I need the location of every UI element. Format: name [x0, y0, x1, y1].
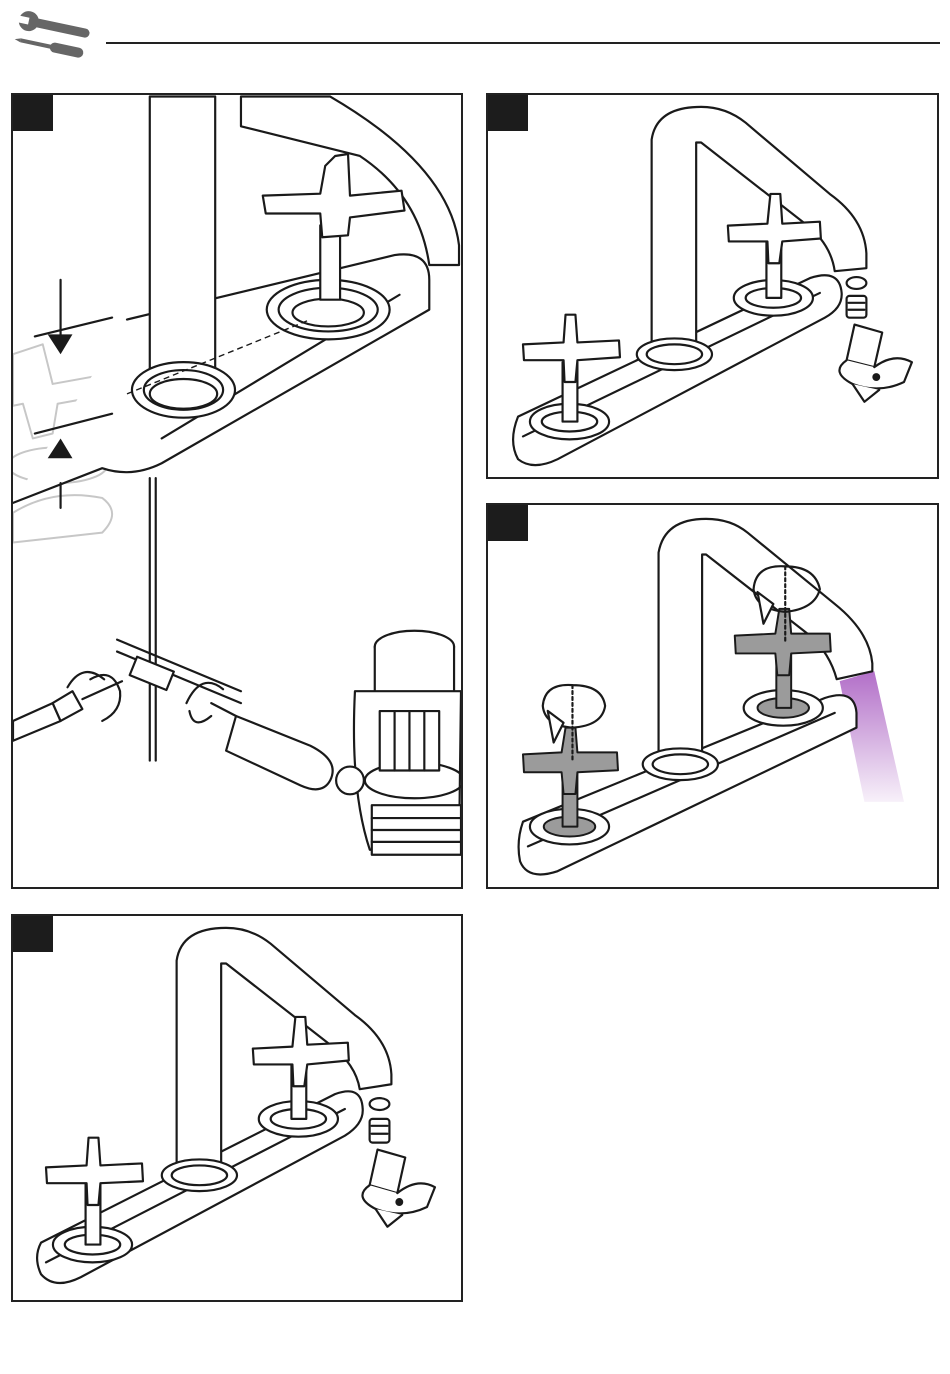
step-number-tab	[13, 916, 53, 952]
remove-aerator-illustration	[488, 95, 937, 477]
step-panel-4	[11, 914, 463, 1302]
step-panel-2	[486, 93, 939, 479]
step-panel-3	[486, 503, 939, 889]
water-flow	[840, 671, 904, 802]
faucet-installation-illustration	[13, 95, 461, 887]
tools-icon	[8, 8, 98, 66]
flush-lines-illustration	[488, 505, 937, 887]
step-number-tab	[488, 95, 528, 131]
step-number-tab	[488, 505, 528, 541]
step-number-tab	[13, 95, 53, 131]
reinstall-aerator-illustration	[13, 916, 461, 1300]
step-panel-1	[11, 93, 463, 889]
header-rule	[106, 42, 940, 44]
